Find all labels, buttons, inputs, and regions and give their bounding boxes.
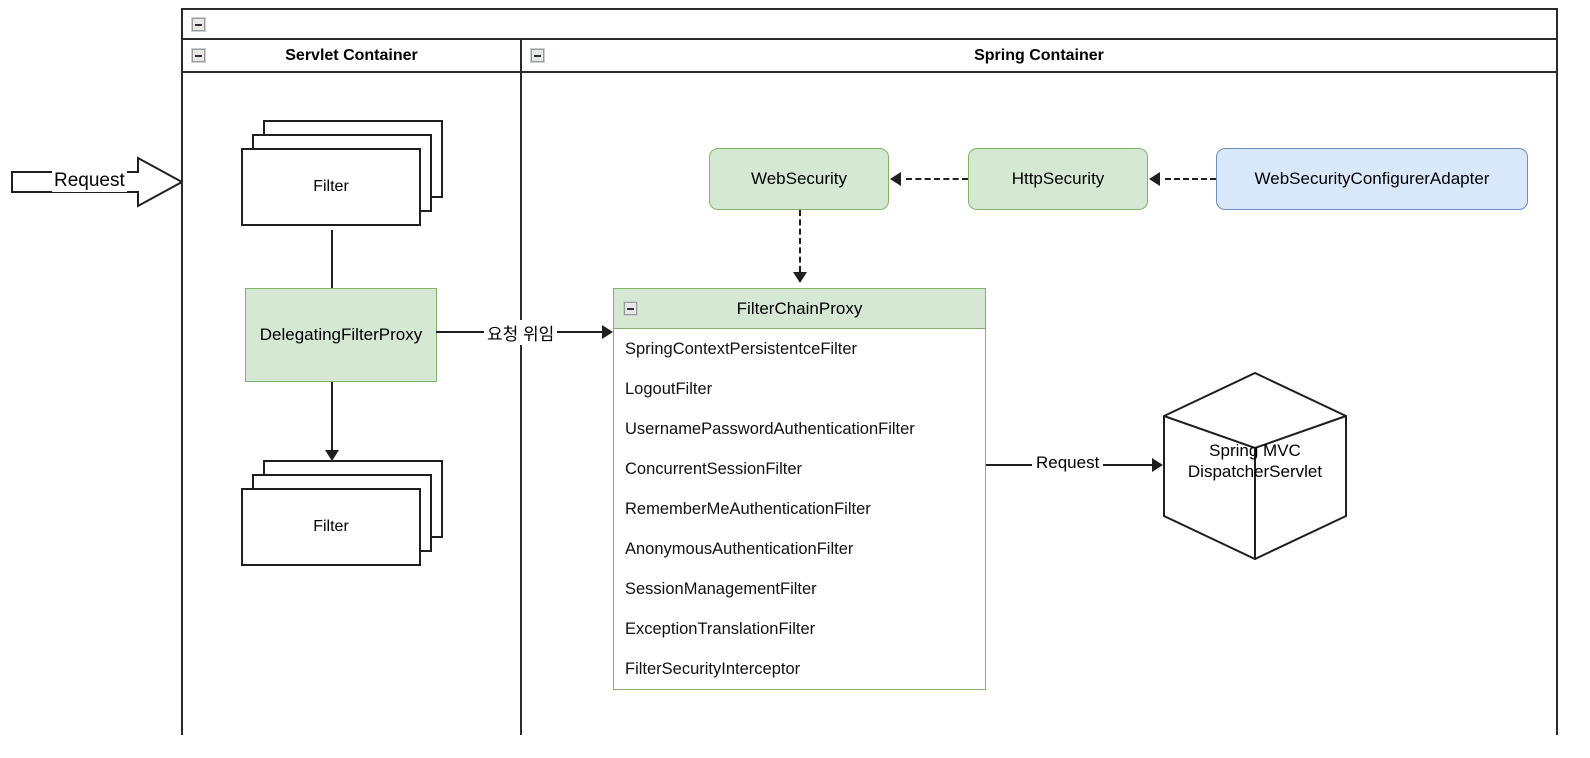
list-item[interactable]: RememberMeAuthenticationFilter bbox=[614, 489, 985, 529]
filter-name: FilterSecurityInterceptor bbox=[625, 659, 801, 678]
list-item[interactable]: ConcurrentSessionFilter bbox=[614, 449, 985, 489]
connector-filter-to-dfp bbox=[331, 230, 333, 310]
filter-label-top: Filter bbox=[313, 178, 349, 195]
filter-name: SessionManagementFilter bbox=[625, 579, 817, 598]
filter-name: ConcurrentSessionFilter bbox=[625, 459, 802, 478]
web-security-label: WebSecurity bbox=[750, 169, 848, 189]
connector-adapter-to-httpsecurity bbox=[1165, 178, 1216, 180]
list-item[interactable]: SessionManagementFilter bbox=[614, 569, 985, 609]
list-item[interactable]: SpringContextPersistentceFilter bbox=[614, 329, 985, 369]
filter-chain-proxy-header: FilterChainProxy bbox=[614, 289, 985, 329]
dispatcher-servlet-cube-icon bbox=[1163, 371, 1347, 561]
connector-websecurity-to-filterchain bbox=[799, 210, 801, 272]
list-item[interactable]: AnonymousAuthenticationFilter bbox=[614, 529, 985, 569]
arrowhead-dfp-to-filterchain bbox=[602, 325, 613, 339]
arrowhead-dfp-to-filter bbox=[325, 450, 339, 461]
web-security-configurer-adapter-label: WebSecurityConfigurerAdapter bbox=[1254, 169, 1490, 189]
connector-httpsecurity-to-websecurity bbox=[906, 178, 968, 180]
filter-name: SpringContextPersistentceFilter bbox=[625, 339, 858, 358]
dispatcher-servlet-label: Spring MVC DispatcherServlet bbox=[1187, 441, 1323, 482]
arrowhead-websecurity-to-filterchain bbox=[793, 272, 807, 283]
arrowhead-adapter-to-httpsecurity bbox=[1149, 172, 1160, 186]
collapse-icon-spring-lane[interactable] bbox=[531, 49, 544, 62]
http-security-label: HttpSecurity bbox=[1011, 169, 1105, 189]
list-item[interactable]: UsernamePasswordAuthenticationFilter bbox=[614, 409, 985, 449]
connector-dfp-to-filter bbox=[331, 382, 333, 452]
filter-name: RememberMeAuthenticationFilter bbox=[625, 499, 871, 518]
collapse-icon-servlet-lane[interactable] bbox=[192, 49, 205, 62]
node-delegating-filter-proxy[interactable]: DelegatingFilterProxy bbox=[245, 288, 437, 382]
node-http-security[interactable]: HttpSecurity bbox=[968, 148, 1148, 210]
filter-sheet-front-bottom: Filter bbox=[241, 488, 421, 566]
edge-label-delegate-request: 요청 위임 bbox=[484, 320, 558, 345]
list-item[interactable]: FilterSecurityInterceptor bbox=[614, 649, 985, 689]
arrowhead-httpsecurity-to-websecurity bbox=[890, 172, 901, 186]
filter-label-bottom: Filter bbox=[313, 518, 349, 535]
lane-servlet-container: Servlet Container Filter DelegatingFilte… bbox=[183, 40, 522, 735]
lane-header-spring: Spring Container bbox=[522, 40, 1556, 73]
node-web-security[interactable]: WebSecurity bbox=[709, 148, 889, 210]
filter-name: LogoutFilter bbox=[625, 379, 713, 398]
collapse-icon-outer[interactable] bbox=[192, 18, 205, 31]
panel-filter-chain-proxy: FilterChainProxy SpringContextPersistent… bbox=[613, 288, 986, 690]
list-item[interactable]: LogoutFilter bbox=[614, 369, 985, 409]
delegating-filter-proxy-label: DelegatingFilterProxy bbox=[259, 325, 423, 345]
filter-name: AnonymousAuthenticationFilter bbox=[625, 539, 854, 558]
outer-container: Servlet Container Filter DelegatingFilte… bbox=[181, 8, 1558, 735]
arrowhead-filterchain-to-dispatcher bbox=[1152, 458, 1163, 472]
filter-chain-proxy-title: FilterChainProxy bbox=[736, 298, 863, 318]
lane-title-servlet: Servlet Container bbox=[285, 46, 418, 64]
request-input-label: Request bbox=[52, 170, 127, 192]
filter-name: UsernamePasswordAuthenticationFilter bbox=[625, 419, 915, 438]
filter-stack-bottom: Filter bbox=[241, 460, 446, 570]
list-item[interactable]: ExceptionTranslationFilter bbox=[614, 609, 985, 649]
node-web-security-configurer-adapter[interactable]: WebSecurityConfigurerAdapter bbox=[1216, 148, 1528, 210]
filter-name: ExceptionTranslationFilter bbox=[625, 619, 816, 638]
filter-chain-proxy-list: SpringContextPersistentceFilter LogoutFi… bbox=[614, 329, 985, 689]
lane-title-spring: Spring Container bbox=[974, 46, 1104, 64]
filter-sheet-front-top: Filter bbox=[241, 148, 421, 226]
lane-header-servlet: Servlet Container bbox=[183, 40, 520, 73]
collapse-icon-filter-chain-proxy[interactable] bbox=[624, 302, 637, 315]
outer-container-title-bar bbox=[183, 10, 1556, 40]
filter-stack-top: Filter bbox=[241, 120, 446, 230]
edge-label-request-to-dispatcher: Request bbox=[1032, 453, 1104, 473]
